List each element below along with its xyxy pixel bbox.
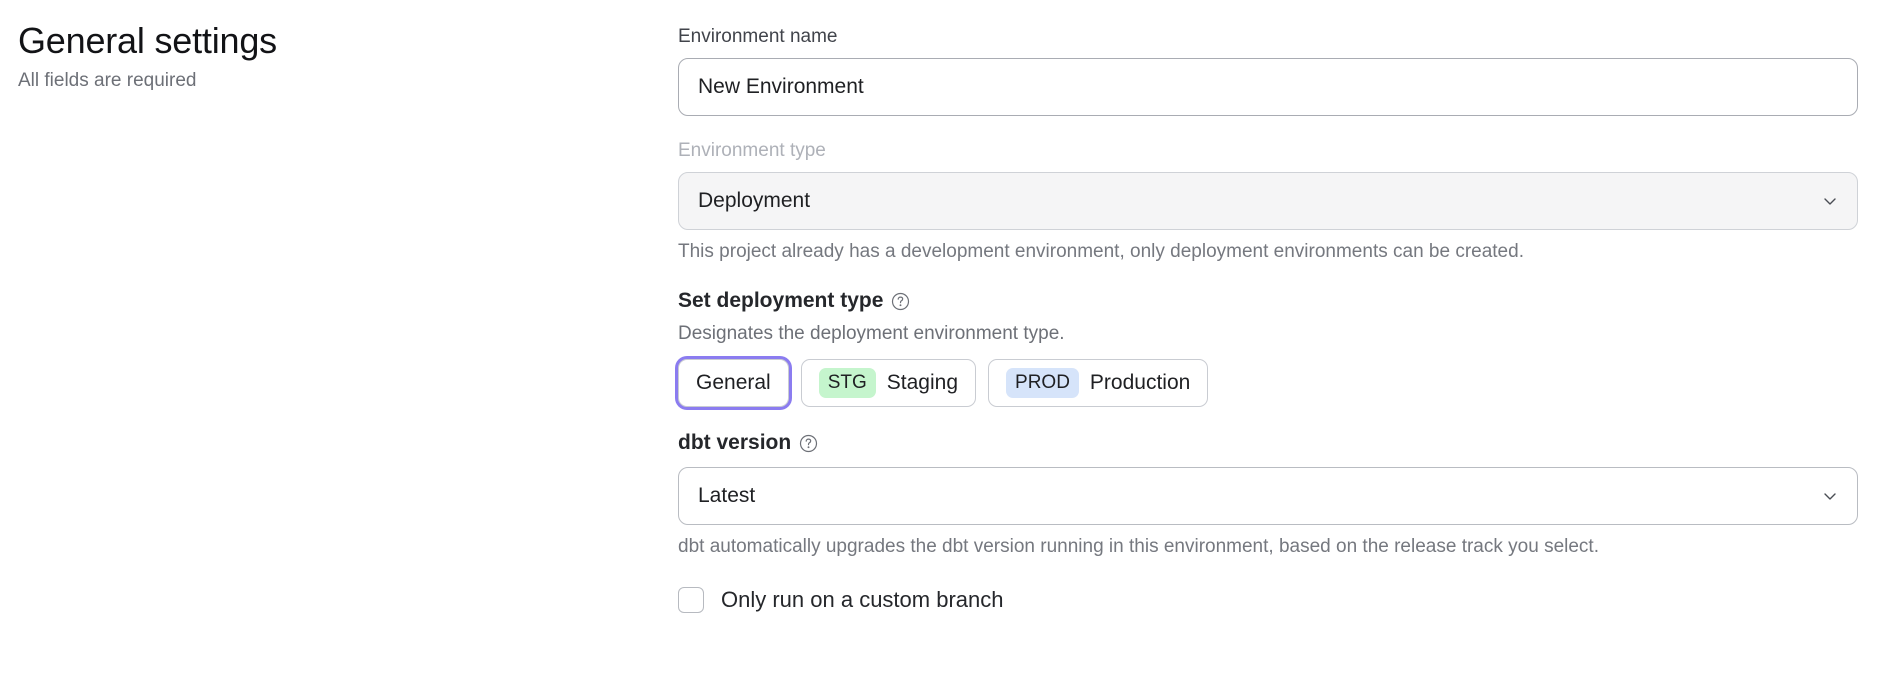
dbt-version-helper: dbt automatically upgrades the dbt versi… bbox=[678, 536, 1599, 557]
chevron-down-icon bbox=[1821, 487, 1839, 505]
page-subtitle: All fields are required bbox=[18, 70, 197, 91]
dbt-version-select[interactable]: Latest bbox=[678, 467, 1858, 525]
spacer bbox=[678, 407, 1858, 429]
environment-type-field-group: Environment type Deployment This project… bbox=[678, 138, 1858, 265]
option-label: Staging bbox=[886, 371, 959, 394]
environment-name-input[interactable] bbox=[678, 58, 1858, 116]
dbt-version-value: Latest bbox=[698, 484, 756, 507]
dbt-version-group: dbt version Latest dbt aut bbox=[678, 429, 1858, 560]
deployment-type-option-production[interactable]: PROD Production bbox=[988, 359, 1209, 407]
staging-badge: STG bbox=[818, 368, 876, 398]
deployment-type-option-general[interactable]: General bbox=[678, 359, 789, 407]
dbt-version-heading: dbt version bbox=[678, 431, 792, 454]
custom-branch-label[interactable]: Only run on a custom branch bbox=[721, 587, 1004, 612]
spacer bbox=[678, 265, 1858, 287]
question-circle-icon[interactable] bbox=[799, 434, 818, 453]
environment-type-select[interactable]: Deployment bbox=[678, 172, 1858, 230]
production-badge: PROD bbox=[1006, 368, 1079, 398]
deployment-type-options: General STG Staging PROD Production bbox=[678, 359, 1858, 407]
deployment-type-group: Set deployment type Designates the deplo… bbox=[678, 287, 1858, 407]
question-circle-icon[interactable] bbox=[891, 292, 910, 311]
dbt-version-heading-row: dbt version bbox=[678, 429, 1858, 457]
page-title: General settings bbox=[18, 20, 277, 61]
environment-form: Environment name Environment type Deploy… bbox=[678, 24, 1858, 614]
environment-type-helper: This project already has a development e… bbox=[678, 241, 1524, 262]
deployment-type-option-staging[interactable]: STG Staging bbox=[800, 359, 977, 407]
spacer bbox=[678, 116, 1858, 138]
chevron-down-icon bbox=[1821, 192, 1839, 210]
deployment-type-heading: Set deployment type bbox=[678, 289, 884, 312]
spacer bbox=[678, 457, 1858, 467]
settings-header: General settings All fields are required bbox=[18, 18, 638, 94]
environment-name-label: Environment name bbox=[678, 26, 838, 47]
custom-branch-row: Only run on a custom branch bbox=[678, 586, 1858, 614]
deployment-type-heading-row: Set deployment type bbox=[678, 287, 1858, 315]
option-label: Production bbox=[1089, 371, 1191, 394]
environment-name-field-group: Environment name bbox=[678, 24, 1858, 116]
environment-type-label: Environment type bbox=[678, 140, 826, 161]
custom-branch-checkbox[interactable] bbox=[678, 587, 704, 613]
environment-type-value: Deployment bbox=[698, 189, 811, 212]
option-label: General bbox=[696, 371, 771, 394]
deployment-type-description: Designates the deployment environment ty… bbox=[678, 323, 1065, 344]
